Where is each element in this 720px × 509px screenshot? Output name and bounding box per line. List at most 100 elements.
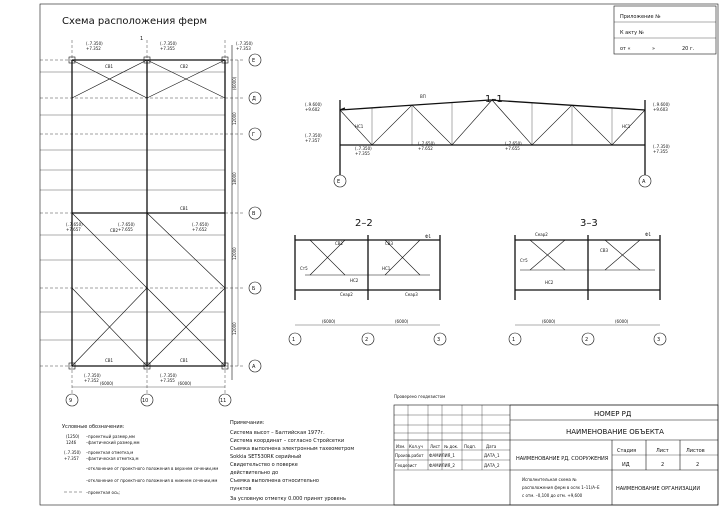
truss-label: СВ1 [180,206,189,211]
axis-bubble: 10 [142,398,148,404]
col-header: Лист [430,444,441,449]
axis-bubble: 1 [512,337,515,343]
object-name: НАИМЕНОВАНИЕ ОБЪЕКТА [566,428,664,436]
notes-title: Примечания: [230,420,265,426]
section-marker: 1 [140,36,143,42]
axis-bubble: 3 [437,337,440,343]
elevation-actual: +7.357 [305,138,320,143]
checked-label: Проверено геодезистом [394,394,445,399]
col-header: Подп. [464,444,476,449]
elevation-actual: +7.352 [84,378,99,383]
axis-bubble: Д [252,96,256,102]
dim-label: 18000 [232,172,237,185]
axis-bubble: 1 [292,337,295,343]
elevation-actual: +7.355 [160,378,175,383]
truss-layout-plan: Схема расположения ферм [40,16,262,407]
dim-label: 12000 [232,112,237,125]
sheet-label: Лист [656,448,669,454]
date-year: 20 г. [682,46,695,52]
elevation-actual: +7.355 [653,149,668,154]
sheets-label: Листов [686,448,705,454]
rd-name: НАИМЕНОВАНИЕ РД, СООРУЖЕНИЯ [516,456,608,462]
member-label: НС1 [382,266,391,271]
scheme-desc: с отм. –0,100 до отм. +9,600 [522,493,583,498]
legend-symbol: 1246 [66,440,77,445]
stage-label: Стадия [617,448,636,454]
legend-symbol: (1250) [66,434,80,439]
legend-item: –проектный размер,мм [86,434,135,439]
elevation-design: (₋7.650) [66,222,83,227]
role-label: Произв.работ [395,453,424,458]
member-label: Ф1 [425,234,431,239]
dim-label: 12000 [232,247,237,260]
sheet-value: 2 [661,462,664,468]
elevation-design: (₋7.350) [355,146,372,151]
section-title: 1–1 [485,94,503,105]
elevation-actual: +7.655 [505,146,520,151]
member-label: Сеар2 [535,232,548,237]
dim-label: (6000) [395,319,409,324]
axis-bubble: Е [252,58,255,64]
act-label: К акту № [620,30,645,36]
member-label: СВ3 [385,241,394,246]
truss-label: СВ2 [110,228,119,233]
axis-bubble: Е [337,179,340,185]
member-label: Ф1 [645,232,651,237]
note-line: пунктов [230,486,251,492]
col-header: Кол.уч [409,444,423,449]
col-header: Изм. [396,444,405,449]
legend-item: –проектная отметка,м [86,450,133,455]
elevation-actual: +7.652 [192,227,207,232]
legend-symbol: (₋7.350) [64,450,81,455]
truss-label: СВ1 [105,64,114,69]
elevation-design: (₋7.350) [84,373,101,378]
member-label: Ст5 [300,266,308,271]
elevation-design: (₋9.600) [305,102,322,107]
chord-label: ВП [420,94,426,99]
axis-bubble: А [252,364,256,370]
legend-item: –проектная ось; [86,490,120,495]
dim-label: (6000) [542,319,556,324]
dim-label: 12000 [232,322,237,335]
elevation-design: (₋7.350) [236,41,253,46]
axis-bubble: В [252,211,256,217]
legend-item: –отклонение от проектного положения в ни… [86,478,217,483]
note-line: Съемка выполнена относительно [230,478,319,484]
sheets-value: 2 [696,462,699,468]
member-label: НС1 [355,124,364,129]
surname: ФАМИЛИЯ_1 [429,453,455,458]
truss-label: СВ1 [180,358,189,363]
section-2-2: 2–2 СВ2 Ф1 НС1 НС2 Сеар2 Сеар3 Ст5 СВ3 (… [288,218,447,346]
scheme-desc: Исполнительная схема № [522,477,576,482]
note-line: Съемка выполнена электронным тахеометром [230,446,354,452]
elevation-actual: +7.353 [236,46,251,51]
legend-item: –отклонение от проектного положения в ве… [86,466,218,471]
section-title: 3–3 [580,218,598,229]
elevation-design: (₋7.650) [505,141,522,146]
doc-number: НОМЕР РД [594,410,632,418]
axis-bubble: Г [252,132,255,138]
elevation-actual: +7.355 [160,46,175,51]
section-title: 2–2 [355,218,373,229]
member-label: НС2 [545,280,554,285]
elevation-design: (₋7.350) [160,41,177,46]
plan-title: Схема расположения ферм [62,16,207,27]
stage-value: ИД [622,462,630,468]
note-line: За условную отметку 0.000 принят уровень [230,496,346,502]
legend-title: Условные обозначения: [62,424,125,430]
axis-bubble: 2 [365,337,368,343]
member-label: СВ2 [335,241,344,246]
elevation-design: (₋7.650) [192,222,209,227]
axis-bubble: Б [252,286,256,292]
member-label: НС1 [622,124,631,129]
axis-bubble: 11 [220,398,226,404]
elevation-design: (₋7.350) [653,144,670,149]
member-label: НС2 [350,278,359,283]
member-label: Ст5 [520,258,528,263]
sheet-frame [39,3,719,506]
member-label: Сеар2 [340,292,353,297]
org-name: НАИМЕНОВАНИЕ ОРГАНИЗАЦИИ [616,486,700,492]
legend-symbol: +7.357 [64,456,79,461]
axis-bubble: А [642,179,646,185]
dim-label: (6000) [100,381,114,386]
